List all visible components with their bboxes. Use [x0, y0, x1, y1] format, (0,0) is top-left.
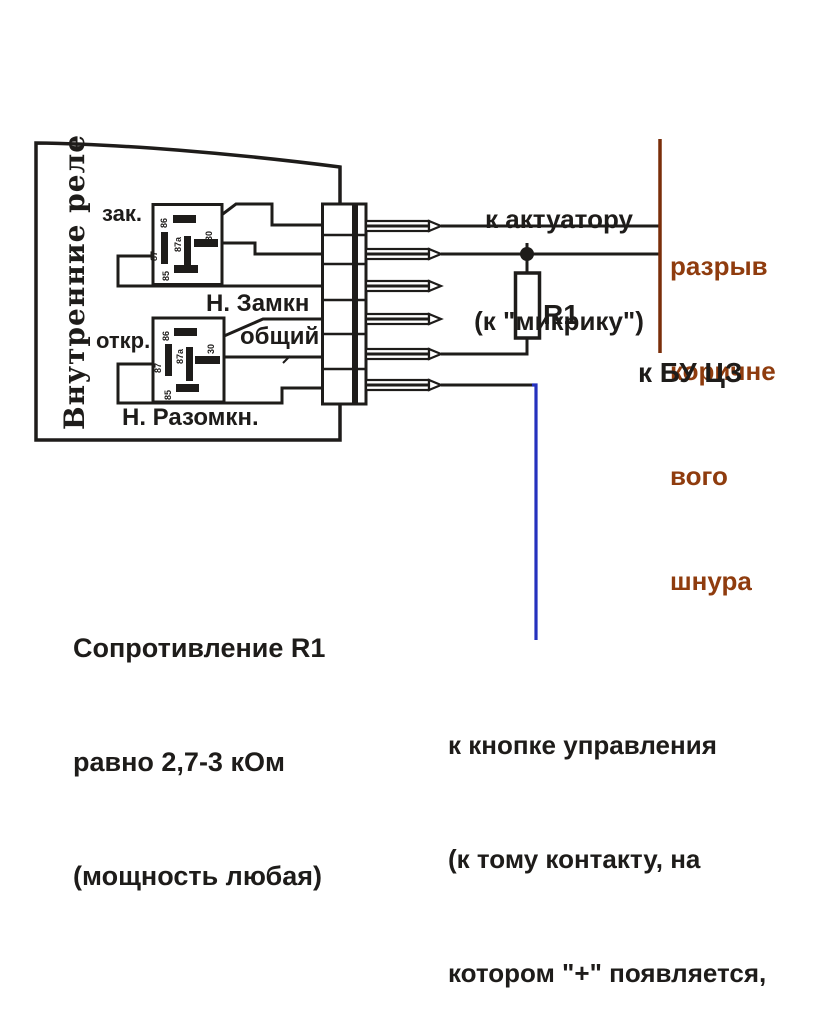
contact-normally-closed-label: Н. Замкн [206, 290, 310, 317]
enclosure-label: Внутренние реле [58, 133, 91, 430]
contact-normally-open-label: Н. Разомкн. [122, 404, 259, 431]
resistor-r1-body [513, 271, 542, 340]
relay-bottom-pin-86: 86 [161, 331, 171, 341]
relay-top-label: зак. [102, 201, 143, 226]
actuator-label: к актуатору (к "микрику") [452, 134, 666, 406]
relay-bottom-label: откр. [96, 328, 151, 353]
contact-common-label: общий [240, 323, 320, 350]
connector-cell-dividers [322, 233, 366, 371]
connector-block [321, 202, 368, 406]
wire-junction-dot [520, 247, 534, 261]
actuator-label-line1: к актуатору [485, 204, 633, 234]
resistor-note: Сопротивление R1 равно 2,7-3 кОм (мощнос… [73, 553, 325, 971]
control-unit-label: к БУ ЦЗ [638, 357, 743, 388]
wire-top-relay-87 [116, 254, 330, 288]
wire-top-relay-30 [217, 241, 330, 256]
relay-module-enclosure-outline [34, 141, 342, 442]
connector-pin-4 [364, 312, 444, 326]
relay-bottom-pin-85: 85 [163, 390, 173, 400]
connector-pin-1 [364, 219, 444, 233]
brown-cord-label: разрыв коричне вого шнура [670, 179, 776, 669]
wire-r1-to-pin5 [441, 338, 529, 356]
connector-pin-2 [364, 247, 444, 261]
resistor-note-line3: (мощность любая) [73, 861, 322, 891]
resistor-note-line1: Сопротивление R1 [73, 633, 326, 663]
relay-bottom-pin-numbers: 86 87 87a 30 85 [153, 331, 216, 400]
relay-top-pin-86: 86 [159, 218, 169, 228]
brown-cord-line2: коричне [670, 356, 776, 386]
relay-bottom-pin-30: 30 [206, 344, 216, 354]
connector-pin-3 [364, 279, 444, 293]
button-note-line3: котором "+" появляется, [448, 958, 767, 988]
connector-housing-right [355, 202, 368, 406]
relay-bottom-pin-87a: 87a [175, 348, 185, 364]
resistor-note-line2: равно 2,7-3 кОм [73, 747, 285, 777]
relay-top-pin-numbers: 86 87 87a 30 85 [149, 218, 214, 281]
connector-pin-5 [364, 347, 444, 361]
button-note: к кнопке управления (к тому контакту, на… [448, 650, 766, 1015]
connector-housing-left [321, 202, 355, 406]
connector-pin-6 [364, 378, 444, 392]
button-note-line2: (к тому контакту, на [448, 844, 701, 874]
relay-top-contacts [161, 215, 218, 273]
relay-top-pin-87: 87 [149, 251, 159, 261]
relay-bottom-pin-87: 87 [153, 363, 163, 373]
brown-cord-line3: вого [670, 461, 728, 491]
relay-top-pin-87a: 87a [173, 236, 183, 252]
brown-cord-line1: разрыв [670, 251, 768, 281]
relay-bottom-contacts [165, 328, 220, 392]
brown-cord-line4: шнура [670, 566, 752, 596]
relay-top-pin-85: 85 [161, 271, 171, 281]
connector-pins [364, 219, 444, 392]
resistor-ref-label: R1 [543, 299, 579, 330]
common-wire-tick [282, 355, 291, 364]
button-note-line1: к кнопке управления [448, 730, 717, 760]
blue-wire-to-button [532, 383, 538, 640]
actuator-label-line2: (к "микрику") [474, 306, 644, 336]
relay-top-pin-30: 30 [204, 231, 214, 241]
